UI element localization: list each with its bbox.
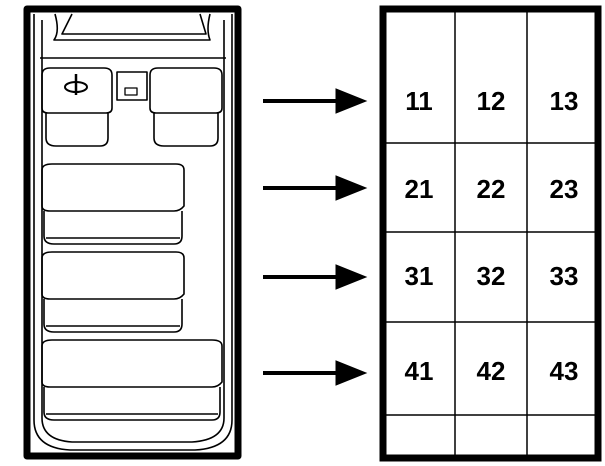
front-seats <box>41 67 223 147</box>
vehicle-body <box>33 14 233 451</box>
cell-32: 32 <box>477 261 506 291</box>
arrow-row-4 <box>263 360 368 386</box>
bench-row-2 <box>41 163 185 245</box>
grid-labels: 11 12 13 21 22 23 31 32 33 41 42 43 <box>405 86 579 386</box>
arrow-row-3 <box>263 264 368 290</box>
cell-13: 13 <box>550 86 579 116</box>
bench-row-3 <box>41 251 185 333</box>
cell-21: 21 <box>405 174 434 204</box>
cell-33: 33 <box>550 261 579 291</box>
vehicle-frame <box>23 5 242 460</box>
cell-31: 31 <box>405 261 434 291</box>
cell-42: 42 <box>477 356 506 386</box>
arrows <box>263 88 368 386</box>
windshield <box>53 13 211 41</box>
arrow-row-1 <box>263 88 368 114</box>
vehicle-body-inner <box>41 20 225 443</box>
grid-frame <box>379 5 602 462</box>
cell-12: 12 <box>477 86 506 116</box>
arrow-row-2 <box>263 175 368 201</box>
cell-23: 23 <box>550 174 579 204</box>
cell-41: 41 <box>405 356 434 386</box>
cell-43: 43 <box>550 356 579 386</box>
van-top-view-icon <box>23 5 242 460</box>
bench-row-4 <box>41 339 223 421</box>
seat-grid <box>379 5 602 462</box>
cell-22: 22 <box>477 174 506 204</box>
cell-11: 11 <box>405 86 433 116</box>
